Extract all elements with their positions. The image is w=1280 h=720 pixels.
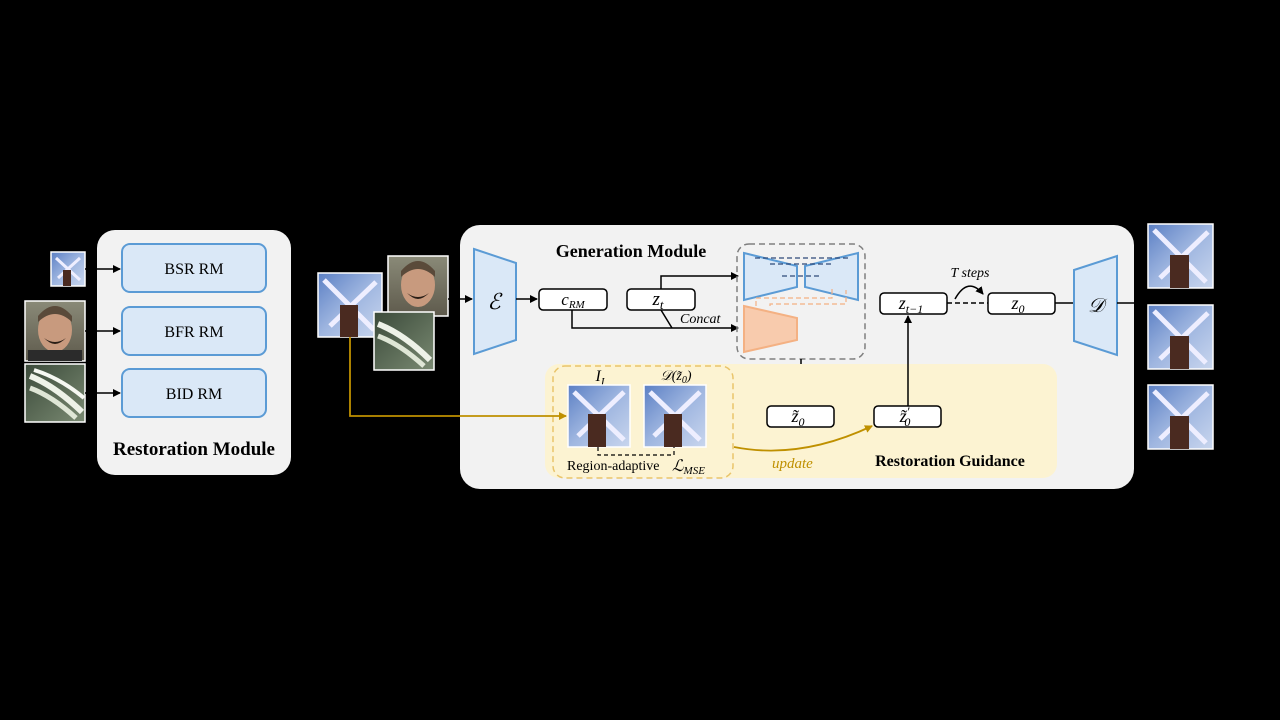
svg-text:ℒMSE: ℒMSE — [672, 458, 705, 477]
update-arrow — [733, 425, 873, 452]
z-t-sub: t — [660, 297, 664, 312]
encoder-symbol: ℰ — [487, 289, 503, 314]
svg-text:z̃′0: z̃′0 — [899, 404, 911, 429]
svg-text:z0: z0 — [1010, 293, 1024, 316]
input-thumb-wing — [24, 363, 86, 423]
d-label-close: ) — [686, 369, 692, 384]
z-tilde-0-sub: 0 — [799, 415, 805, 429]
c-rm-box[interactable]: cRM — [538, 288, 608, 311]
rm-box-bid-label: BID RM — [166, 386, 222, 403]
generation-module-title: Generation Module — [556, 241, 707, 261]
restored-thumb-sky — [317, 272, 383, 338]
control-link-2 — [769, 290, 847, 306]
rm-box-bfr[interactable]: BFR RM — [121, 306, 267, 356]
d-label-sub: 0 — [682, 375, 687, 386]
z-tilde-0-prime-box[interactable]: z̃′0 — [873, 404, 942, 429]
arrow-crm-control — [571, 310, 739, 332]
z-0-sub: 0 — [1019, 302, 1025, 316]
loss-sub: MSE — [683, 465, 706, 477]
loss-base: ℒ — [672, 458, 684, 475]
rm-box-bfr-label: BFR RM — [164, 324, 223, 341]
svg-text:z̃0: z̃0 — [790, 406, 804, 429]
z-tilde-0-base: z̃ — [790, 406, 800, 426]
svg-text:zt−1: zt−1 — [898, 293, 923, 316]
z-0-base: z — [1010, 293, 1018, 313]
z-tilde-0-prime-sup: ′ — [907, 404, 910, 419]
loss-bracket — [597, 447, 675, 456]
restoration-guidance-title: Restoration Guidance — [875, 453, 1025, 470]
line-zt-concat — [660, 309, 673, 329]
i-label-base: I — [595, 368, 602, 385]
output-thumb-1 — [1147, 223, 1214, 289]
decoder-symbol: 𝒟 — [1088, 295, 1108, 317]
guidance-image-decoded — [643, 384, 707, 448]
input-thumb-sky-small — [50, 251, 86, 287]
svg-text:cRM: cRM — [561, 290, 585, 311]
control-link-1 — [755, 286, 833, 306]
rm-box-bsr-label: BSR RM — [164, 261, 223, 278]
svg-text:𝒟(z̃0): 𝒟(z̃0) — [661, 369, 692, 386]
decoder-block[interactable]: 𝒟 — [1073, 254, 1118, 357]
svg-text:zt: zt — [651, 289, 663, 312]
z-tilde-0-box[interactable]: z̃0 — [766, 405, 835, 429]
c-rm-sub: RM — [568, 299, 586, 311]
restoration-module-title: Restoration Module — [113, 439, 275, 460]
control-block[interactable] — [743, 304, 798, 354]
z-t-minus-1-base: z — [898, 293, 906, 313]
region-adaptive-label: Region-adaptive — [567, 459, 660, 474]
z-tilde-0-prime-base: z̃ — [899, 406, 909, 426]
gold-arrow-guidance-input — [349, 337, 567, 420]
unet-decoder-half[interactable] — [804, 251, 859, 302]
input-thumb-face — [24, 300, 86, 362]
z-tilde-0-prime-sub: 0 — [904, 415, 910, 429]
rm-box-bid[interactable]: BID RM — [121, 368, 267, 418]
encoder-block[interactable]: ℰ — [473, 247, 517, 356]
i-label-sub: I — [600, 376, 606, 388]
z-t-base: z — [651, 289, 660, 310]
output-thumb-2 — [1147, 304, 1214, 370]
restored-thumb-face — [387, 255, 449, 317]
arrow-zt-unet — [660, 272, 739, 289]
c-rm-base: c — [561, 290, 569, 309]
output-thumb-3 — [1147, 384, 1214, 450]
svg-text:II: II — [595, 368, 606, 388]
z-t-box[interactable]: zt — [626, 288, 696, 312]
concat-label: Concat — [680, 312, 722, 327]
loss-region-container — [552, 365, 734, 479]
guidance-image-input — [567, 384, 631, 448]
z-0-box[interactable]: z0 — [987, 292, 1056, 316]
t-steps-loop — [954, 285, 984, 300]
unet-encoder-half[interactable] — [743, 251, 798, 302]
d-label: 𝒟(z̃ — [661, 369, 683, 384]
restored-thumb-wing — [373, 311, 435, 371]
z-t-minus-1-sub: t−1 — [906, 302, 923, 316]
update-label: update — [772, 456, 813, 472]
t-steps-label: T steps — [950, 266, 990, 281]
z-t-minus-1-box[interactable]: zt−1 — [879, 292, 948, 316]
rm-box-bsr[interactable]: BSR RM — [121, 243, 267, 293]
